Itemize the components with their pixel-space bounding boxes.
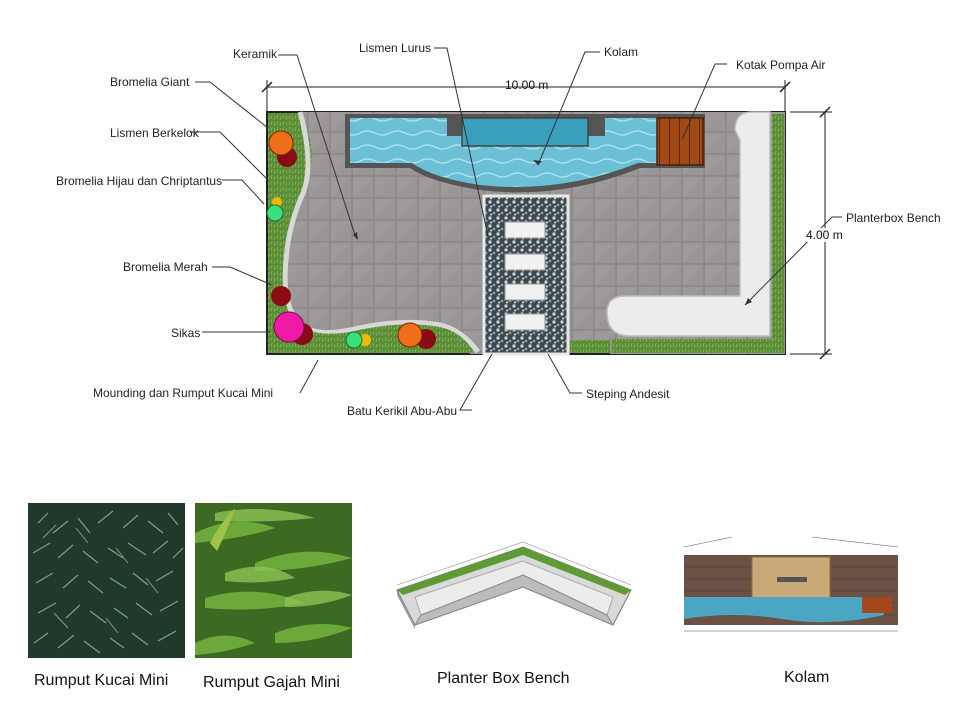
caption-kolam: Kolam [784,669,830,686]
label-steping-andesit: Steping Andesit [586,387,670,401]
kolam-drawing [672,527,922,642]
rumput-kucai-photo [28,503,185,658]
rumput-gajah-photo [195,503,352,658]
label-bromelia-hijau: Bromelia Hijau dan Chriptantus [56,174,223,188]
planter-box-bench-drawing [385,525,635,645]
caption-rumput-gajah: Rumput Gajah Mini [203,674,340,691]
label-keramik: Keramik [233,47,278,61]
label-kolam: Kolam [604,45,639,59]
label-sikas: Sikas [171,326,201,340]
caption-planter-box: Planter Box Bench [437,670,570,687]
label-kotak-pompa: Kotak Pompa Air [736,58,826,72]
caption-rumput-kucai: Rumput Kucai Mini [34,672,169,689]
label-planterbox-bench: Planterbox Bench [846,211,941,225]
label-batu-kerikil: Batu Kerikil Abu-Abu [347,404,458,418]
label-bromelia-merah: Bromelia Merah [123,260,208,274]
height-dimension: 4.00 m [806,228,843,242]
label-bromelia-giant: Bromelia Giant [110,75,190,89]
label-mounding: Mounding dan Rumput Kucai Mini [93,386,274,400]
width-dimension: 10.00 m [505,78,549,92]
label-lismen-lurus: Lismen Lurus [359,41,432,55]
label-lismen-berkelok: Lismen Berkelok [110,126,199,140]
